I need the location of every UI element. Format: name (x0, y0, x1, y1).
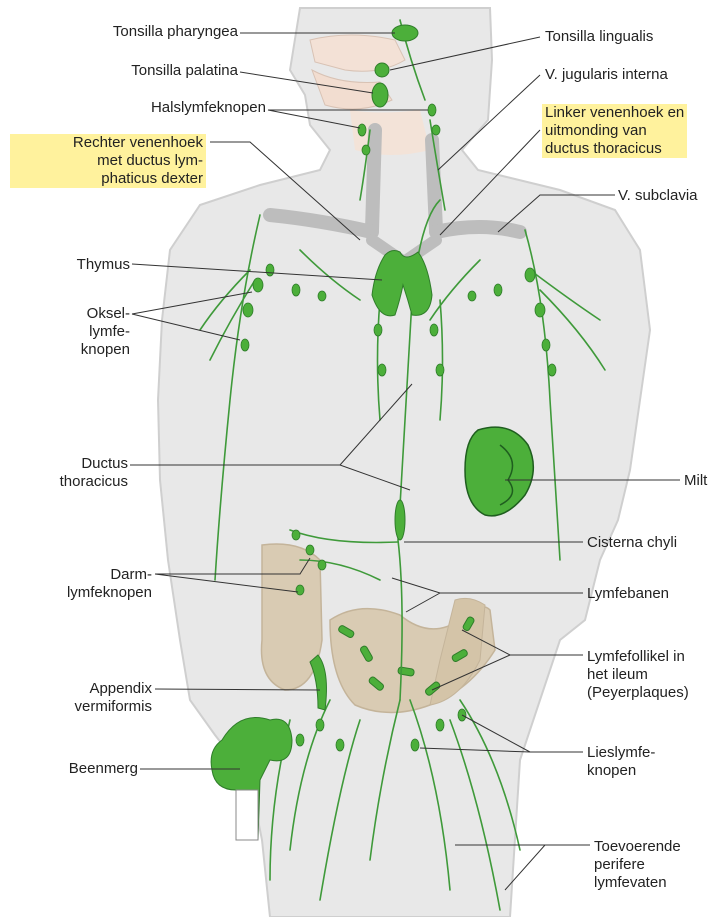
label-thymus: Thymus (30, 256, 130, 274)
tonsilla-lingualis-shape (375, 63, 389, 77)
label-appendix: Appendix vermiformis (30, 680, 152, 716)
label-beenmerg: Beenmerg (30, 760, 138, 778)
label-tonsilla-palatina: Tonsilla palatina (52, 62, 238, 80)
cisterna-chyli-shape (395, 500, 405, 540)
label-cisterna-chyli: Cisterna chyli (587, 534, 677, 552)
label-rechter-venenhoek: Rechter venenhoek met ductus lym- phatic… (10, 134, 206, 188)
label-toevoerende: Toevoerende perifere lymfevaten (594, 838, 681, 892)
tonsilla-palatina-shape (372, 83, 388, 107)
label-linker-venenhoek: Linker venenhoek en uitmonding van ductu… (542, 104, 687, 158)
label-v-subclavia: V. subclavia (618, 187, 698, 205)
label-tonsilla-pharyngea: Tonsilla pharyngea (52, 23, 238, 41)
label-lymfefollikel: Lymfefollikel in het ileum (Peyerplaques… (587, 648, 689, 702)
label-tonsilla-lingualis: Tonsilla lingualis (545, 28, 653, 46)
label-lieslymfeknopen: Lieslymfe- knopen (587, 744, 655, 780)
label-v-jugularis: V. jugularis interna (545, 66, 668, 84)
label-lymfebanen: Lymfebanen (587, 585, 669, 603)
label-milt: Milt (684, 472, 707, 490)
label-darmlymfeknopen: Darm- lymfeknopen (30, 566, 152, 602)
label-ductus-thoracicus: Ductus thoracicus (30, 455, 128, 491)
label-okselymfeknopen: Oksel- lymfe- knopen (30, 305, 130, 359)
label-halslymfeknopen: Halslymfeknopen (52, 99, 266, 117)
tonsilla-pharyngea-shape (392, 25, 418, 41)
femur-shaft (236, 790, 258, 840)
